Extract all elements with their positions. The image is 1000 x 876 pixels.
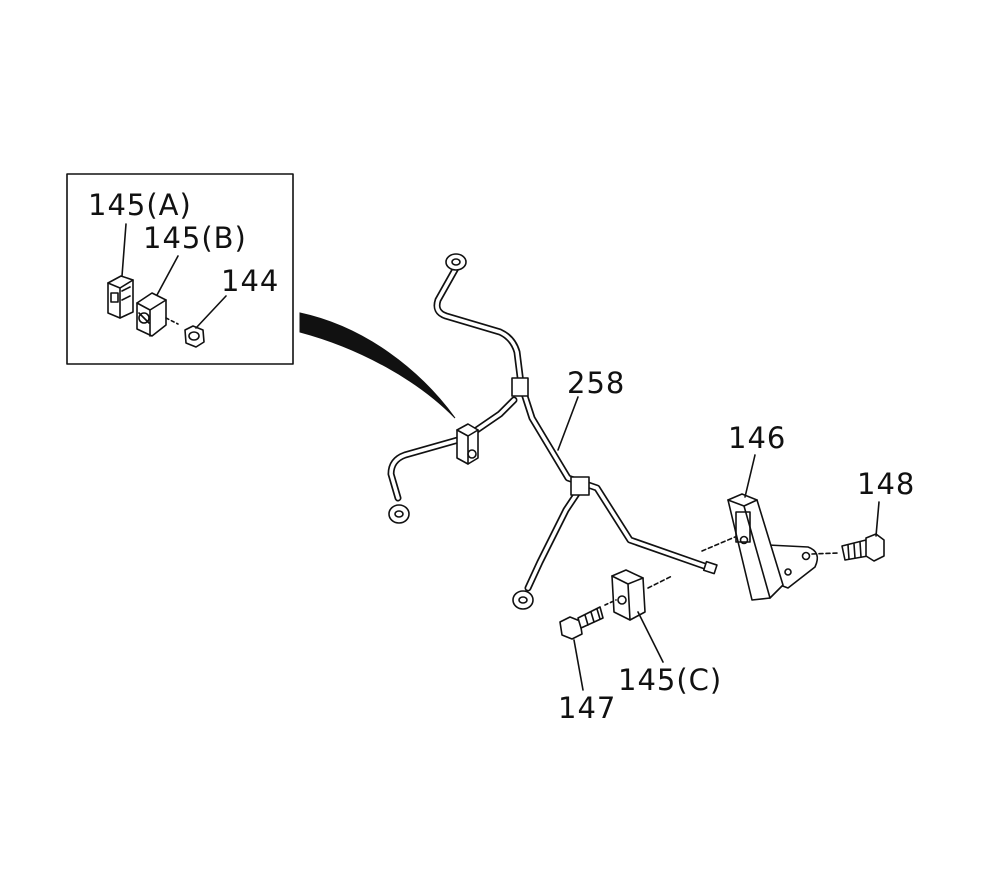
- inset-frame: [66, 173, 294, 365]
- leader-148: [875, 501, 880, 537]
- callout-147: 147: [558, 691, 616, 725]
- clip-145c-part: [611, 569, 673, 621]
- clip-145a-part: [107, 275, 134, 319]
- callout-144: 144: [221, 264, 279, 298]
- callout-148: 148: [857, 467, 915, 501]
- banjo-eye-left: [388, 504, 410, 524]
- bolt-147-part: [559, 599, 617, 640]
- leader-146: [744, 454, 756, 498]
- leader-147: [573, 639, 584, 691]
- callout-258: 258: [567, 366, 625, 400]
- bolt-148-part: [811, 533, 885, 562]
- nut-144-part: [184, 325, 205, 348]
- leader-144: [195, 295, 227, 329]
- detail-arrow: [299, 312, 456, 419]
- leader-145c: [637, 611, 664, 663]
- callout-145a: 145(A): [88, 188, 192, 222]
- inset-detail-box: 145(A) 145(B) 144: [66, 173, 294, 365]
- banjo-eye-top: [445, 253, 467, 271]
- callout-145c: 145(C): [618, 663, 722, 697]
- pipe-assembly-258: [387, 253, 718, 610]
- callout-145b: 145(B): [143, 221, 247, 255]
- leader-145a: [121, 223, 127, 277]
- bracket-146-part: [701, 493, 819, 601]
- leader-145b: [156, 255, 179, 296]
- junction-lower: [570, 476, 590, 496]
- leader-258: [557, 396, 579, 451]
- clip-145b-part: [136, 292, 179, 337]
- callout-146: 146: [728, 421, 786, 455]
- banjo-eye-bottom: [512, 590, 534, 610]
- junction-upper: [511, 377, 529, 397]
